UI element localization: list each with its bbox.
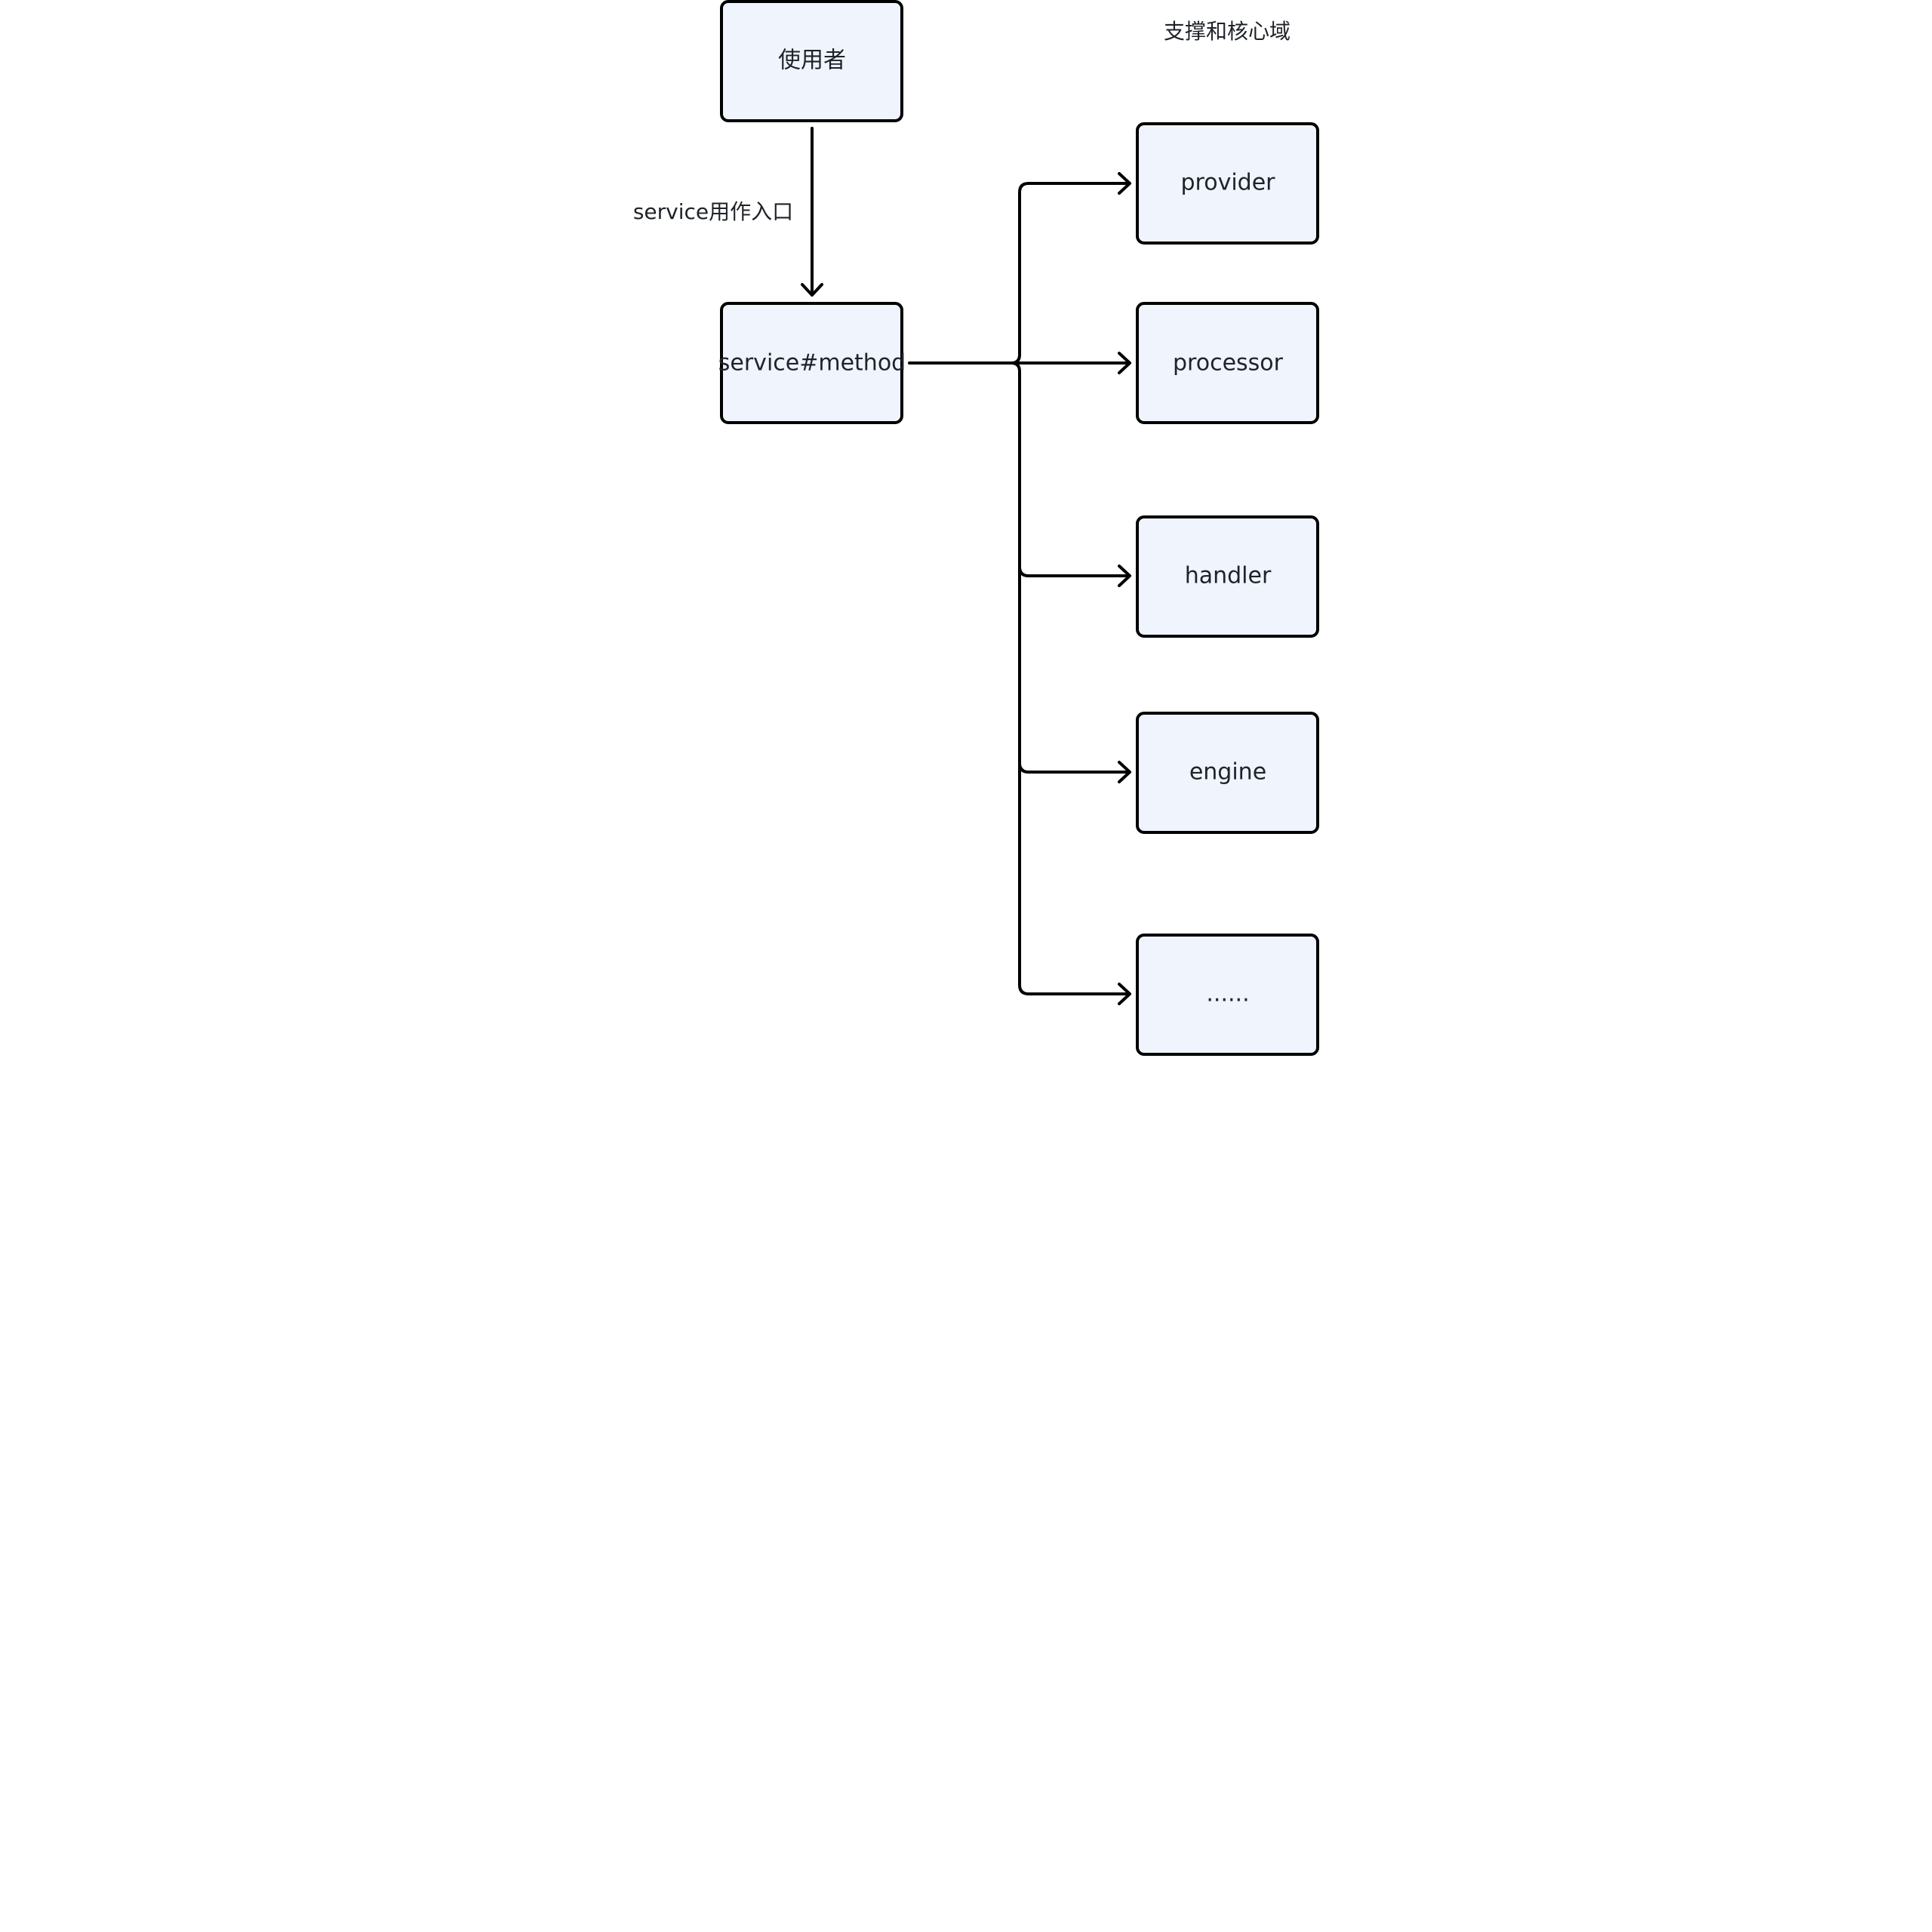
group-title: 支撑和核心域 — [1164, 19, 1291, 44]
node-processor[interactable]: processor — [1136, 302, 1319, 424]
edge-to-handler — [1010, 361, 1131, 587]
node-user[interactable]: 使用者 — [720, 0, 903, 122]
edge-to-more — [1018, 761, 1131, 1005]
node-service-method[interactable]: service#method — [718, 302, 906, 424]
node-user-label: 使用者 — [778, 48, 846, 74]
edge-to-provider — [1010, 172, 1131, 365]
node-more[interactable]: ...... — [1136, 934, 1319, 1056]
node-engine[interactable]: engine — [1136, 712, 1319, 834]
node-handler-label: handler — [1185, 563, 1272, 589]
edge-to-processor — [1010, 352, 1131, 374]
node-handler[interactable]: handler — [1136, 515, 1319, 638]
node-service-method-label: service#method — [718, 350, 906, 377]
node-more-label: ...... — [1206, 981, 1249, 1008]
edge-user-to-service — [801, 127, 823, 297]
edge-label: service用作入口 — [633, 199, 793, 224]
node-provider-label: provider — [1181, 170, 1276, 196]
edge-to-engine — [1018, 565, 1131, 783]
node-processor-label: processor — [1173, 350, 1284, 377]
node-engine-label: engine — [1189, 759, 1266, 786]
node-provider[interactable]: provider — [1136, 122, 1319, 245]
